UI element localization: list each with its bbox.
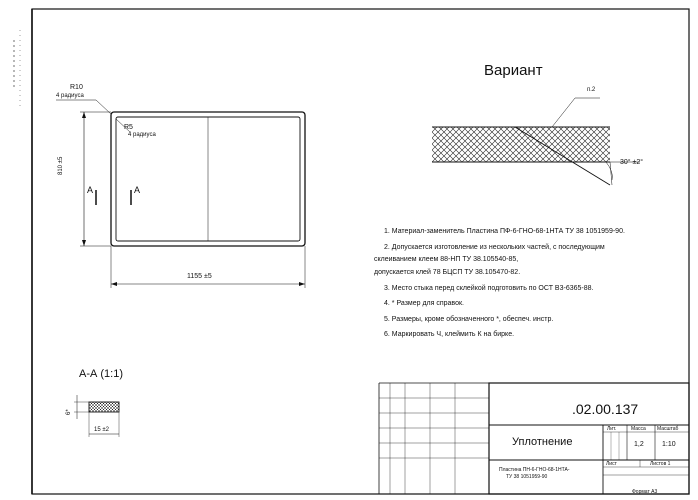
inner-radius-label: R5 bbox=[124, 124, 133, 131]
variant-detail bbox=[432, 97, 640, 186]
variant-title: Вариант bbox=[484, 62, 543, 79]
col-scale: Масштаб bbox=[657, 426, 679, 432]
part-name: Уплотнение bbox=[512, 436, 573, 448]
variant-leader-label: п.2 bbox=[587, 87, 596, 93]
section-thickness-dimension: 6* bbox=[66, 409, 72, 415]
col-lit: Лит. bbox=[607, 426, 617, 432]
mass-value: 1,2 bbox=[634, 441, 644, 448]
note-line-6: 4. * Размер для справок. bbox=[384, 300, 464, 307]
format-label: Формат А3 bbox=[632, 489, 658, 495]
material-line-2: ТУ 38 1051959-90 bbox=[506, 474, 548, 480]
width-dimension: 1155 ±5 bbox=[187, 273, 212, 280]
scale-value: 1:10 bbox=[662, 441, 676, 448]
section-mark-right: А bbox=[134, 185, 141, 195]
col-mass: Масса bbox=[631, 426, 646, 432]
sheet-frame bbox=[13, 8, 690, 495]
note-line-3: склеиванием клеем 88-НП ТУ 38.105540-85, bbox=[374, 256, 519, 263]
designation: .02.00.137 bbox=[572, 401, 639, 417]
note-line-5: 3. Место стыка перед склейкой подготовит… bbox=[384, 285, 594, 292]
note-line-7: 5. Размеры, кроме обозначенного *, обесп… bbox=[384, 316, 554, 323]
note-line-2: 2. Допускается изготовление из нескольки… bbox=[384, 244, 605, 251]
plan-view bbox=[56, 99, 306, 288]
material-line-1: Пластина ПН-6-ГНО-68-1НТА- bbox=[499, 467, 570, 473]
outer-radius-count: 4 радиуса bbox=[56, 93, 84, 99]
section-a-a bbox=[74, 395, 120, 437]
title-block bbox=[378, 382, 690, 495]
variant-angle-dimension: 30° ±2° bbox=[620, 159, 644, 166]
outer-radius-label: R10 bbox=[70, 84, 83, 91]
note-line-8: 6. Маркировать Ч, клеймить К на бирке. bbox=[384, 331, 515, 338]
section-width-dimension: 15 ±2 bbox=[94, 427, 109, 433]
note-line-4: допускается клей 78 БЦСП ТУ 38.105470-82… bbox=[374, 269, 521, 276]
section-mark-left: А bbox=[87, 185, 94, 195]
sheets-label: Листов 1 bbox=[650, 461, 671, 467]
note-line-1: 1. Материал-заменитель Пластина ПФ-6-ГНО… bbox=[384, 228, 625, 235]
height-dimension: 810 ±5 bbox=[58, 156, 64, 175]
section-title: А-А (1:1) bbox=[79, 368, 124, 380]
inner-radius-count: 4 радиуса bbox=[128, 132, 156, 138]
sheet-label: Лист bbox=[606, 461, 617, 467]
